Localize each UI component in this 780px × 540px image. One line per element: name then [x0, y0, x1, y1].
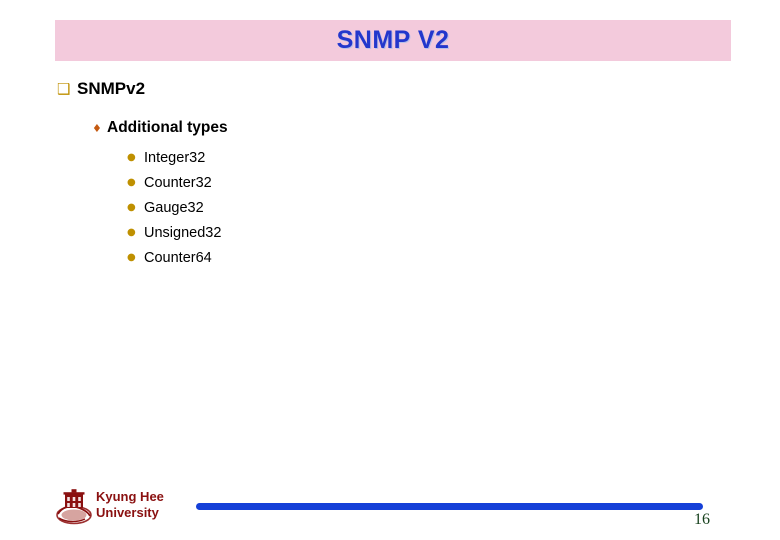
list-item: ● Gauge32 [127, 195, 780, 220]
organization-name: Kyung Hee University [96, 489, 164, 520]
list-item-label: Integer32 [144, 149, 206, 166]
slide-body: ❑ SNMPv2 ♦ Additional types ● Integer32 … [0, 75, 780, 270]
outline-item-level2: ♦ Additional types [92, 116, 780, 140]
outline-item-level1-label: SNMPv2 [77, 79, 146, 98]
slide-title-band: SNMP V2 [55, 20, 731, 61]
list-item-label: Unsigned32 [144, 224, 222, 241]
outline-item-level2-label: Additional types [107, 119, 228, 136]
page-title: SNMP V2 [336, 26, 450, 54]
hollow-square-bullet-icon: ❑ [57, 79, 71, 98]
round-bullet-icon: ● [127, 151, 136, 163]
round-bullet-icon: ● [127, 201, 136, 213]
list-item: ● Integer32 [127, 145, 780, 170]
list-item-label: Gauge32 [144, 199, 204, 216]
diamond-bullet-icon: ♦ [92, 121, 102, 135]
round-bullet-icon: ● [127, 226, 136, 238]
round-bullet-icon: ● [127, 176, 136, 188]
list-item: ● Counter32 [127, 170, 780, 195]
round-bullet-icon: ● [127, 251, 136, 263]
list-item: ● Unsigned32 [127, 220, 780, 245]
outline-level3-list: ● Integer32 ● Counter32 ● Gauge32 ● Unsi… [0, 145, 780, 270]
list-item-label: Counter32 [144, 174, 212, 191]
kyung-hee-university-crest-icon [54, 488, 94, 528]
list-item-label: Counter64 [144, 249, 212, 266]
list-item: ● Counter64 [127, 245, 780, 270]
footer-divider [196, 503, 703, 510]
page-number: 16 [694, 511, 710, 528]
outline-item-level1: ❑ SNMPv2 [57, 75, 780, 103]
